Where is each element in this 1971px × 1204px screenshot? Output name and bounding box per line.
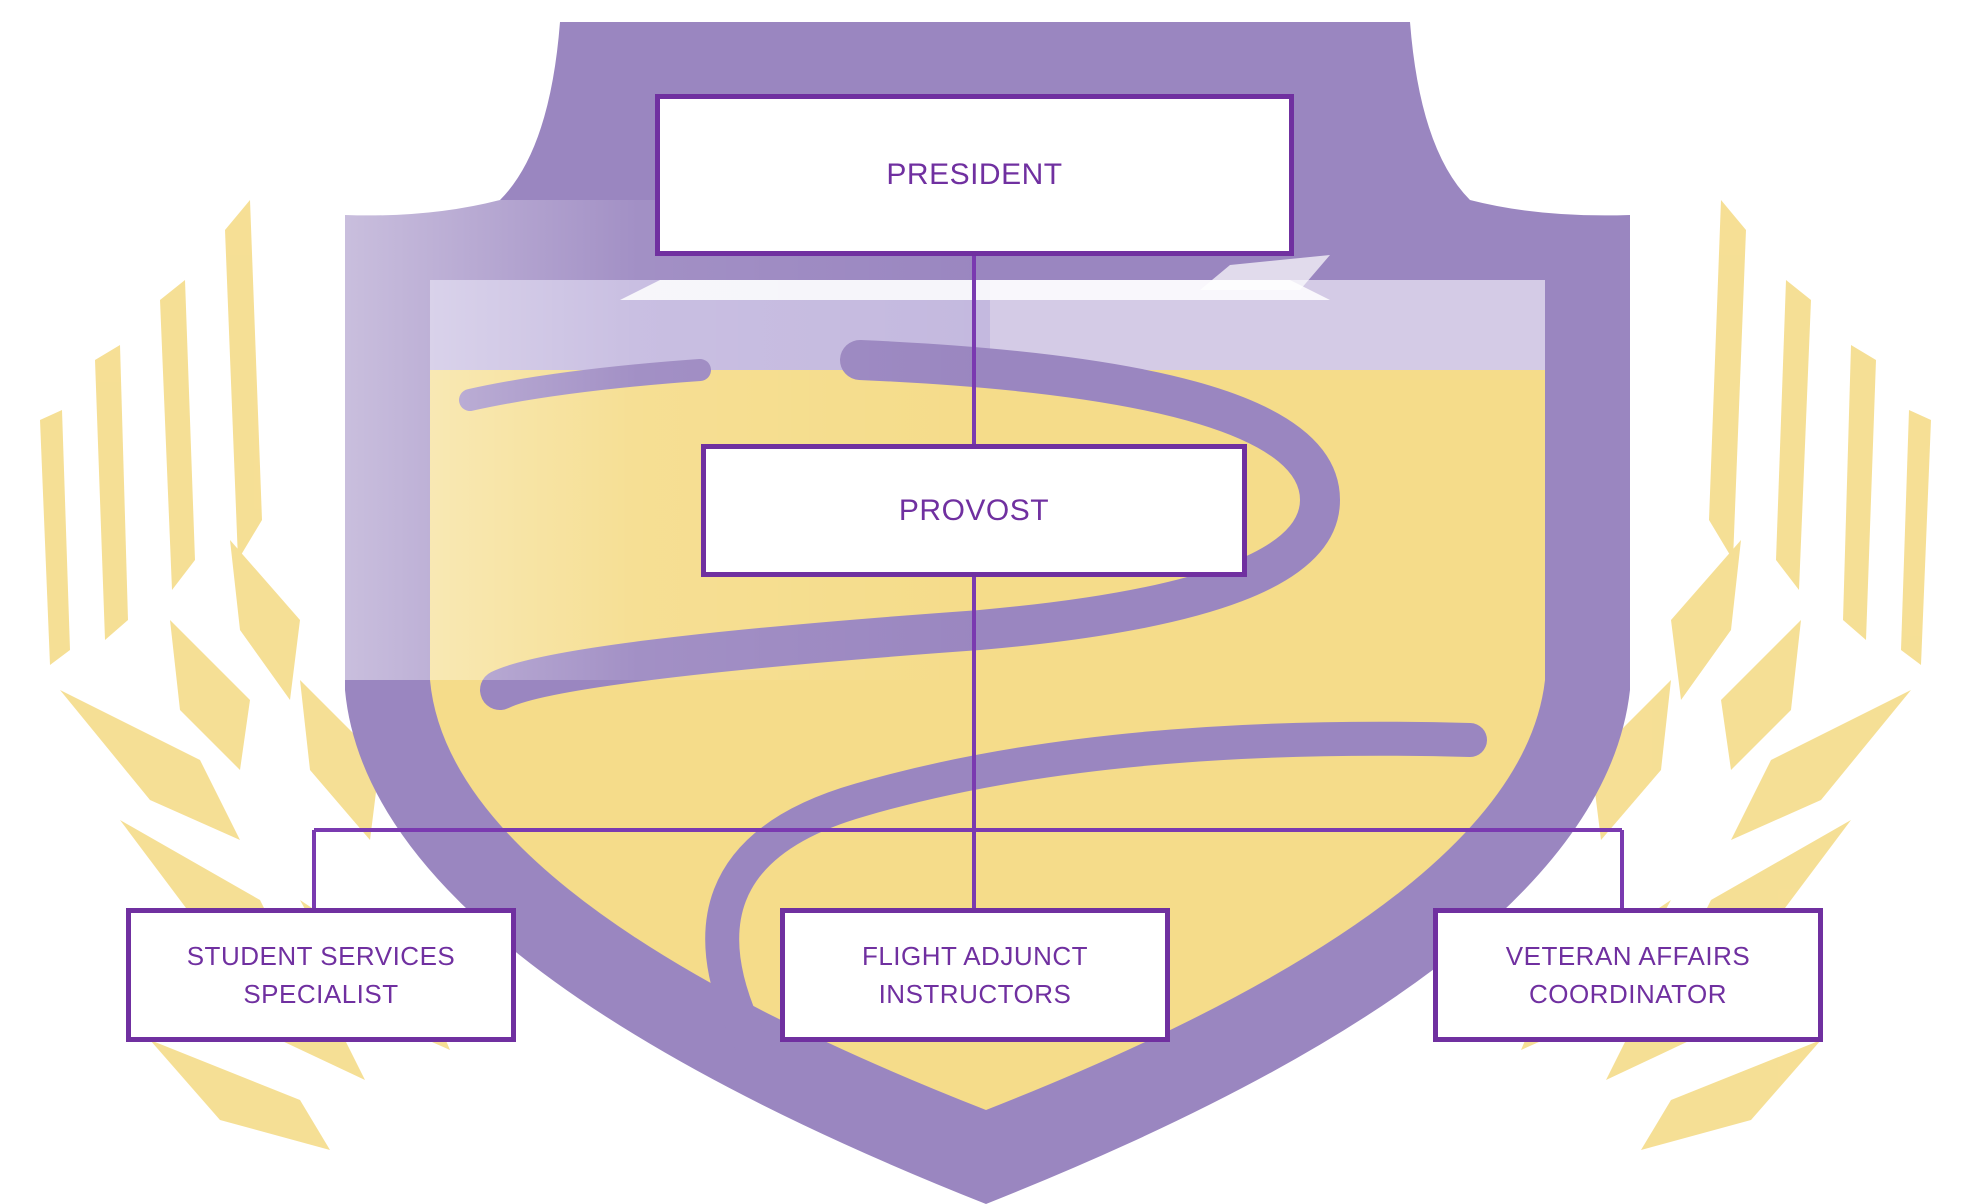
president-box: PRESIDENT bbox=[655, 94, 1294, 256]
flight-adjunct-instructors-box: FLIGHT ADJUNCT INSTRUCTORS bbox=[780, 908, 1170, 1042]
flight-adjunct-line2: INSTRUCTORS bbox=[878, 979, 1072, 1009]
student-services-specialist-box: STUDENT SERVICES SPECIALIST bbox=[126, 908, 516, 1042]
provost-box: PROVOST bbox=[701, 444, 1247, 577]
flight-adjunct-line1: FLIGHT ADJUNCT bbox=[861, 941, 1089, 971]
student-services-line1: STUDENT SERVICES bbox=[186, 941, 456, 971]
veteran-affairs-line2: COORDINATOR bbox=[1528, 979, 1728, 1009]
student-services-line2: SPECIALIST bbox=[243, 979, 399, 1009]
veteran-affairs-coordinator-box: VETERAN AFFAIRS COORDINATOR bbox=[1433, 908, 1823, 1042]
veteran-affairs-line1: VETERAN AFFAIRS bbox=[1505, 941, 1751, 971]
provost-label: PROVOST bbox=[898, 493, 1050, 527]
president-label: PRESIDENT bbox=[886, 158, 1063, 191]
